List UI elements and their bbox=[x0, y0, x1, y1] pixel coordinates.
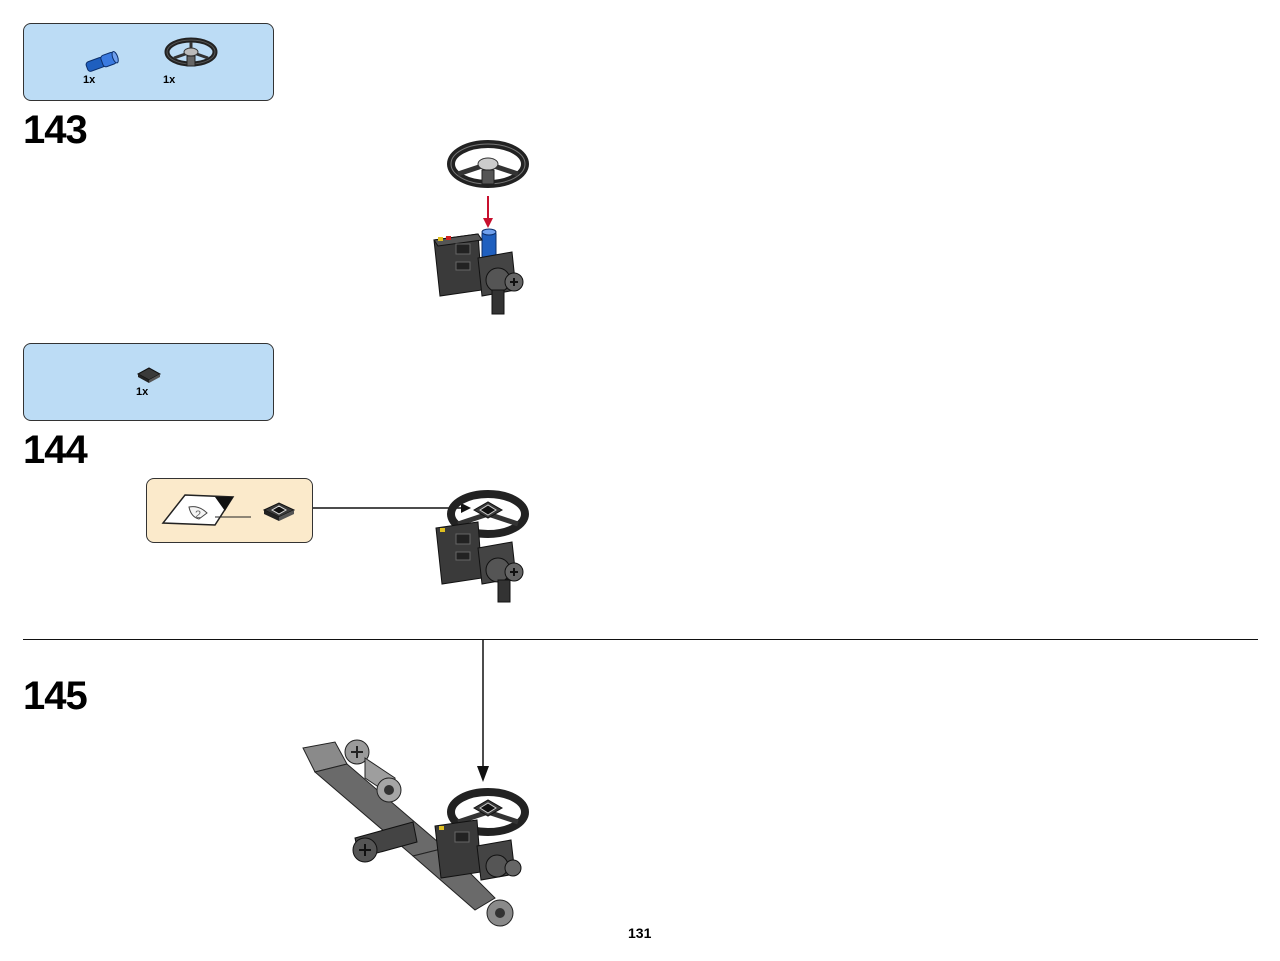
blue-axle-pin-icon bbox=[481, 228, 497, 259]
part-qty: 1x bbox=[136, 386, 149, 398]
step-number: 144 bbox=[23, 428, 88, 472]
steering-wheel-icon bbox=[447, 490, 529, 538]
parts-box-step-144: 1x bbox=[23, 343, 274, 421]
dark-block-assembly-icon bbox=[433, 233, 524, 315]
sticker-callout-box: 2 bbox=[146, 478, 313, 543]
callout-arrow bbox=[313, 503, 471, 513]
step-connector-arrow bbox=[477, 640, 489, 782]
dark-tile-icon bbox=[136, 367, 162, 383]
red-down-arrow-icon bbox=[483, 196, 493, 228]
step-number: 145 bbox=[23, 674, 88, 718]
part-qty: 1x bbox=[83, 74, 96, 86]
assembly-illustration-step-143 bbox=[433, 140, 529, 315]
blue-axle-pin-icon bbox=[85, 51, 119, 72]
page-number: 131 bbox=[628, 925, 652, 941]
assembly-illustration-step-144 bbox=[435, 490, 529, 603]
steering-wheel-icon bbox=[447, 788, 529, 836]
step-number: 143 bbox=[23, 108, 88, 152]
dark-block-assembly-icon bbox=[434, 819, 522, 881]
parts-box-step-143: 1x 1x bbox=[23, 23, 274, 101]
section-divider bbox=[23, 639, 1258, 640]
gray-axle-frame-icon bbox=[302, 739, 514, 927]
part-qty: 1x bbox=[163, 74, 176, 86]
dark-block-assembly-icon bbox=[435, 521, 524, 603]
steering-wheel-icon bbox=[164, 37, 218, 67]
steering-wheel-icon bbox=[447, 140, 529, 188]
assembly-illustration-step-145 bbox=[302, 739, 529, 927]
dark-tile-with-sticker-icon bbox=[262, 502, 296, 521]
sticker-sheet-icon: 2 bbox=[161, 494, 251, 526]
sticker-sheet-label: 2 bbox=[195, 509, 201, 521]
